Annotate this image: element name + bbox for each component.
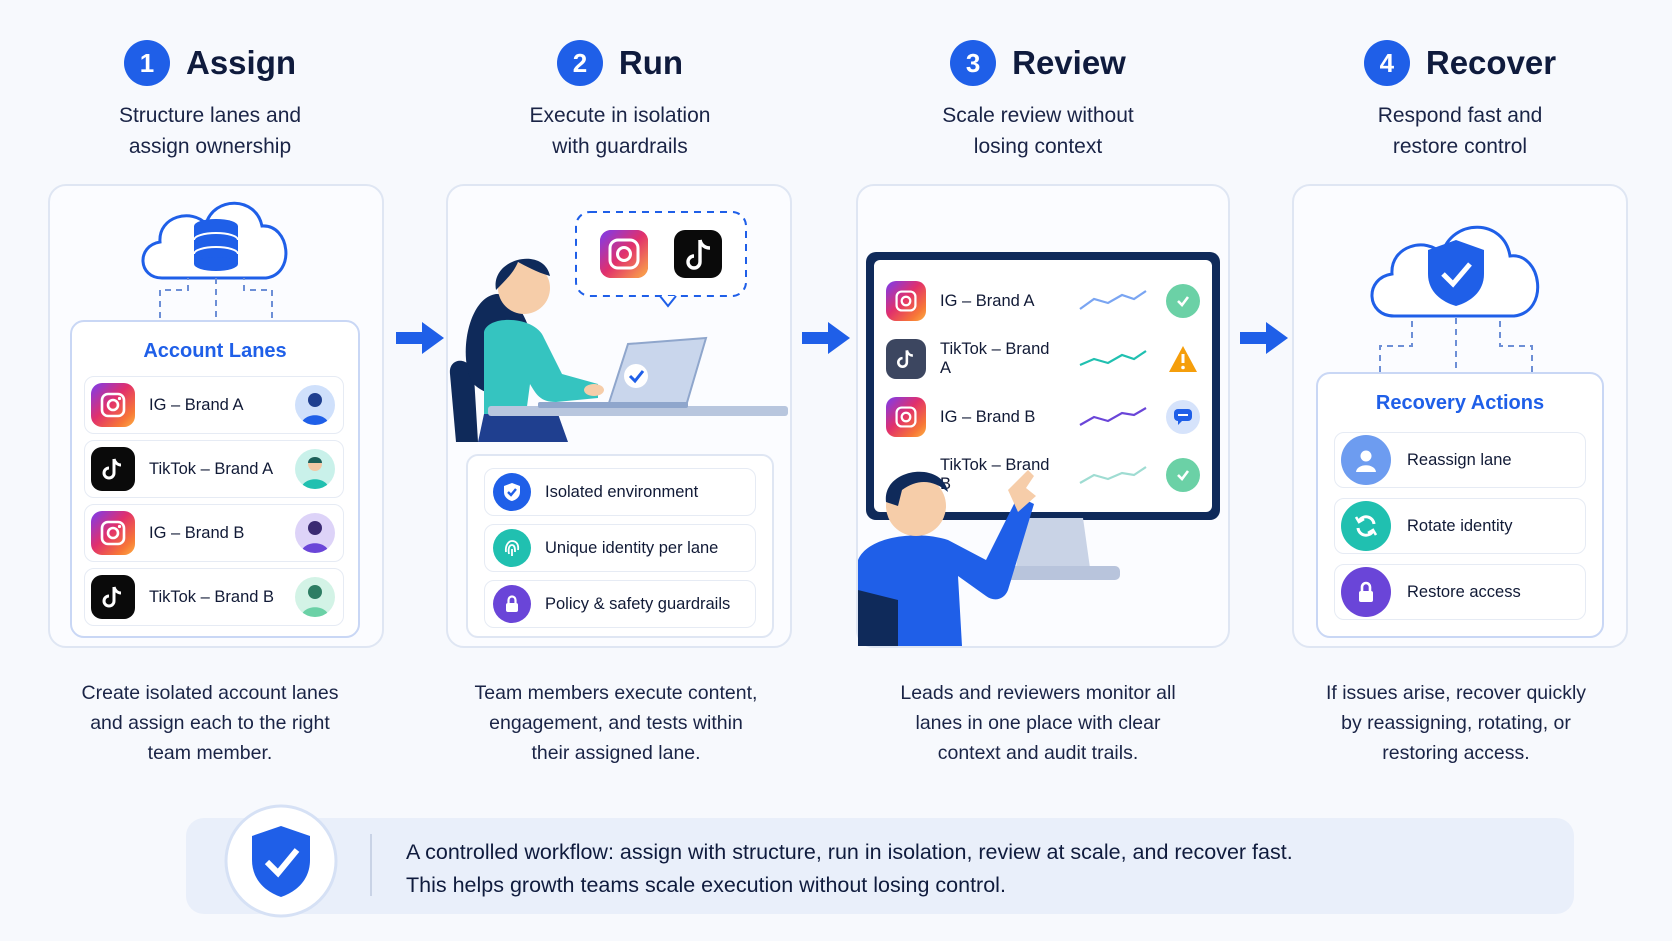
shield-check-icon [493,473,531,511]
review-row[interactable]: TikTok – Brand A [886,334,1216,384]
step-title: Recover [1425,44,1557,81]
cloud-shield-icon [1370,225,1540,372]
tiktok-icon [886,339,926,379]
action-label: Rotate identity [1407,516,1513,535]
arrow-right-icon [396,322,444,354]
shield-check-icon [224,804,338,918]
reassign-lane-button[interactable]: Reassign lane [1334,432,1586,488]
lane-item[interactable]: IG – Brand B [84,504,344,562]
action-label: Restore access [1407,582,1521,601]
monitor-stand [986,518,1120,580]
account-lanes-title: Account Lanes [143,340,287,362]
footer-text: A controlled workflow: assign with struc… [406,840,1293,897]
review-row[interactable]: TikTok – Brand B [886,450,1216,500]
ok-check-icon [1166,458,1200,492]
reviewer-pointing-illustration [858,470,1036,646]
monitor [866,252,1220,520]
trend-sparkline [1079,290,1147,310]
action-label: Reassign lane [1407,450,1512,469]
review-row-label: IG – Brand B [940,407,1036,426]
instagram-icon [91,511,135,555]
lane-item[interactable]: TikTok – Brand A [84,440,344,498]
instagram-icon [886,281,926,321]
restore-access-button[interactable]: Restore access [1334,564,1586,620]
rotate-icon [1341,501,1391,551]
feature-item: Policy & safety guardrails [484,580,756,628]
step-number: 1 [123,40,170,86]
fingerprint-icon [493,529,531,567]
review-row[interactable]: IG – Brand A [886,276,1216,326]
step-number: 2 [556,40,603,86]
trend-sparkline [1079,407,1147,426]
feature-label: Policy & safety guardrails [545,594,731,613]
trend-sparkline [1079,466,1147,484]
tiktok-icon [91,447,135,491]
feature-label: Isolated environment [545,482,699,501]
step-number: 3 [950,40,997,86]
avatar [295,577,335,617]
person-at-laptop-illustration [449,211,788,442]
feature-item: Unique identity per lane [484,524,756,572]
trend-sparkline [1079,350,1147,367]
review-row-label: IG – Brand A [940,291,1035,310]
review-row[interactable]: IG – Brand B [886,392,1216,442]
step-title: Assign [185,44,297,81]
arrow-right-icon [1240,322,1288,354]
review-row-label: TikTok – Brand B [940,456,1050,493]
step-2-description: Team members execute content,engagement,… [474,682,758,764]
lane-label: IG – Brand A [149,395,244,414]
review-row-label: TikTok – Brand A [940,340,1050,377]
lane-item[interactable]: IG – Brand A [84,376,344,434]
arrow-right-icon [802,322,850,354]
lane-label: IG – Brand B [149,523,245,542]
feature-label: Unique identity per lane [545,538,719,557]
step-number: 4 [1363,40,1410,86]
lane-label: TikTok – Brand A [149,459,274,478]
lane-item[interactable]: TikTok – Brand B [84,568,344,626]
rotate-identity-button[interactable]: Rotate identity [1334,498,1586,554]
instagram-icon [91,383,135,427]
lock-icon [1341,567,1391,617]
footer-divider [370,834,372,896]
footer-banner [186,818,1574,914]
avatar [295,449,335,489]
avatar [295,385,335,425]
lock-icon [493,585,531,623]
ok-check-icon [1166,284,1200,318]
instagram-icon [886,397,926,437]
recovery-actions-title: Recovery Actions [1375,392,1545,414]
monitor-screen [874,260,1212,512]
tiktok-icon [91,575,135,619]
step-title: Review [1012,44,1126,81]
step-title: Run [618,44,684,81]
user-icon [1341,435,1391,485]
comment-icon [1166,400,1200,434]
lane-label: TikTok – Brand B [149,587,275,606]
avatar [295,513,335,553]
feature-item: Isolated environment [484,468,756,516]
warning-icon [1166,342,1200,376]
cloud-database-icon [141,201,288,318]
